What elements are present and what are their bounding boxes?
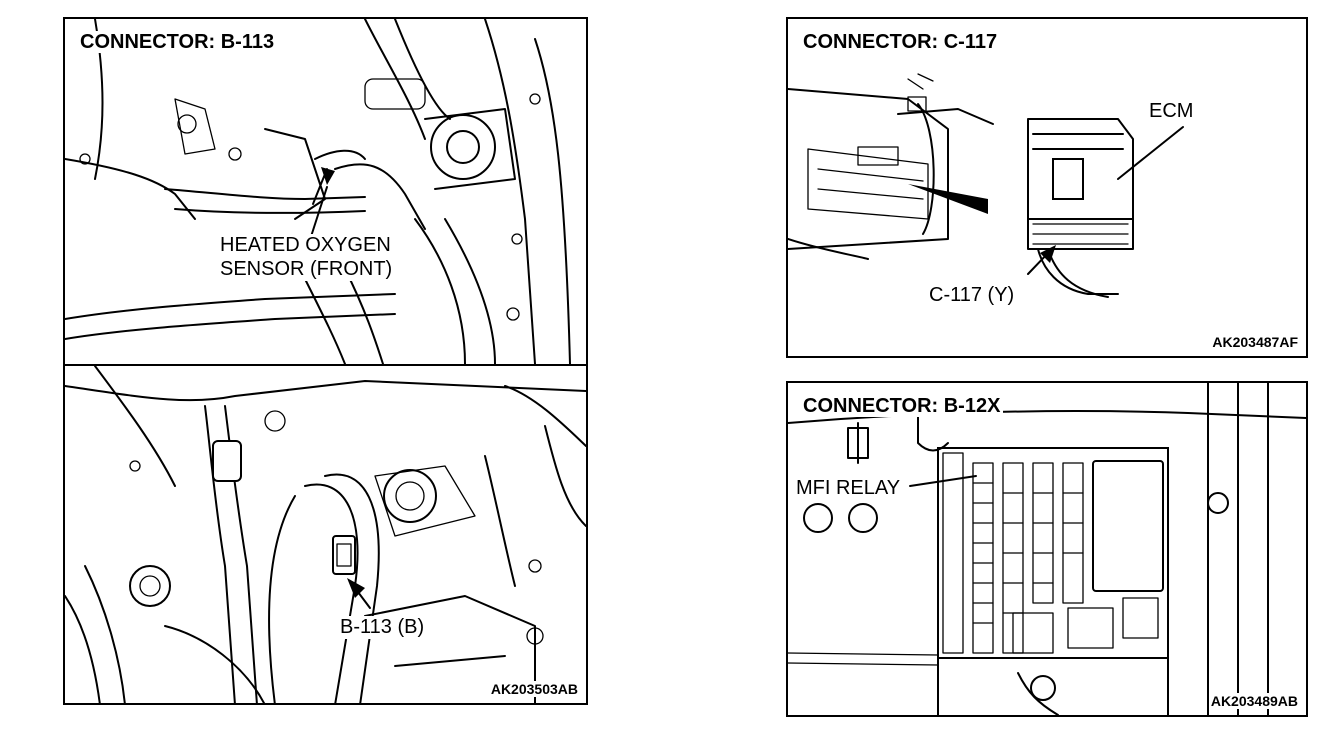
title-c117: CONNECTOR: C-117 xyxy=(800,31,1001,53)
figure-code-b113: AK203503AB xyxy=(488,681,580,697)
title-b12x: CONNECTOR: B-12X xyxy=(800,395,1004,417)
engine-bay-drawing-bottom xyxy=(65,366,586,703)
panel-divider xyxy=(65,364,586,366)
figure-code-b12x: AK203489AB xyxy=(1208,693,1300,709)
title-b113: CONNECTOR: B-113 xyxy=(77,31,278,53)
relay-box-drawing xyxy=(788,383,1306,715)
ecm-label: ECM xyxy=(1146,100,1197,123)
sensor-label-line2: SENSOR (FRONT) xyxy=(217,258,396,281)
panel-c117: CONNECTOR: C-117 ECM C-117 (Y) AK203487A… xyxy=(786,17,1308,358)
sensor-label-line1: HEATED OXYGEN xyxy=(217,234,394,257)
connector-label-c117: C-117 (Y) xyxy=(926,284,1018,307)
connector-label-b113: B-113 (B) xyxy=(337,616,428,639)
engine-bay-drawing-top xyxy=(65,19,571,364)
panel-b113: CONNECTOR: B-113 HEATED OXYGEN SENSOR (F… xyxy=(63,17,588,705)
mfi-relay-label: MFI RELAY xyxy=(793,477,904,500)
figure-code-c117: AK203487AF xyxy=(1210,334,1300,350)
ecm-drawing xyxy=(788,73,1184,298)
panel-b12x: CONNECTOR: B-12X MFI RELAY AK203489AB xyxy=(786,381,1308,717)
